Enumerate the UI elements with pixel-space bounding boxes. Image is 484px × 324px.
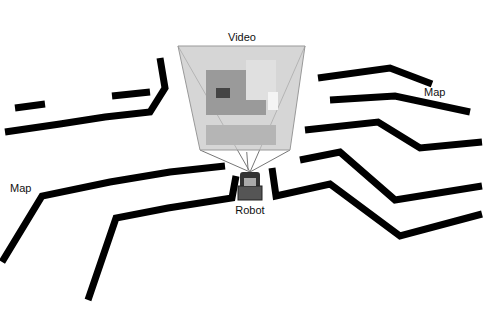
robot-sensor (244, 178, 256, 186)
robot-icon: Robot (222, 170, 278, 218)
frustum-line (200, 150, 250, 172)
map-wall (305, 122, 482, 148)
view-ray (247, 152, 248, 170)
map-walls (2, 58, 482, 300)
map-wall (15, 104, 45, 108)
video-frame (176, 30, 308, 152)
map-wall (318, 68, 432, 84)
node-label: Robot (222, 204, 278, 216)
map-wall (112, 92, 150, 96)
view-frustum (178, 46, 305, 172)
map-wall (5, 58, 165, 132)
map-wall (2, 166, 225, 262)
map-wall (300, 152, 482, 200)
video-object (216, 88, 230, 98)
node-label: Video (176, 31, 308, 43)
map-label: Map (10, 182, 31, 194)
video-floor (206, 125, 276, 145)
frustum-line (250, 150, 290, 172)
map-label: Map (424, 86, 445, 98)
video-panel: Video (176, 30, 308, 152)
video-object (268, 92, 278, 110)
map-wall (88, 176, 236, 300)
map-wall (330, 96, 470, 112)
robot-body (238, 186, 262, 200)
video-plane (178, 46, 305, 150)
map-wall (272, 168, 482, 236)
